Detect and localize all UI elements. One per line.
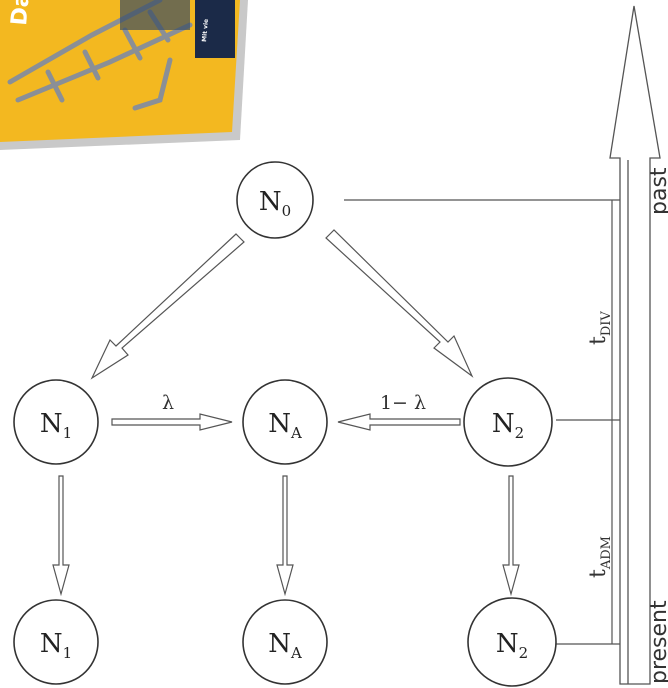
past-label: past (647, 167, 668, 215)
node-n1-present: N1 (14, 600, 98, 684)
time-axis-arrow (610, 6, 660, 684)
t-div-label: tDIV (586, 311, 614, 345)
node-na: NA (243, 380, 327, 464)
present-label: present (647, 600, 668, 684)
one-minus-lambda-label: 1− λ (380, 392, 426, 414)
arrow-n1-down (53, 476, 69, 594)
arrow-n2-down (503, 476, 519, 594)
t-adm-label: tADM (586, 536, 614, 578)
book-dark-panel (195, 0, 235, 58)
book-title-fragment: Da (7, 0, 35, 27)
node-na-present: NA (243, 600, 327, 684)
node-n0: N0 (237, 162, 313, 238)
arrow-n2-to-na (338, 414, 460, 430)
divergence-arrows (92, 230, 472, 378)
arrow-n1-to-na (112, 414, 232, 430)
descent-arrows (53, 476, 519, 594)
arrow-n0-to-n2 (326, 230, 472, 376)
node-n2: N2 (464, 378, 552, 466)
node-n2-present: N2 (468, 598, 556, 686)
arrow-n0-to-n1 (92, 234, 244, 378)
node-n1: N1 (14, 380, 98, 464)
arrow-na-down (277, 476, 293, 594)
lambda-label: λ (162, 392, 174, 414)
book-cover-image: Mit vie Da (0, 0, 248, 150)
